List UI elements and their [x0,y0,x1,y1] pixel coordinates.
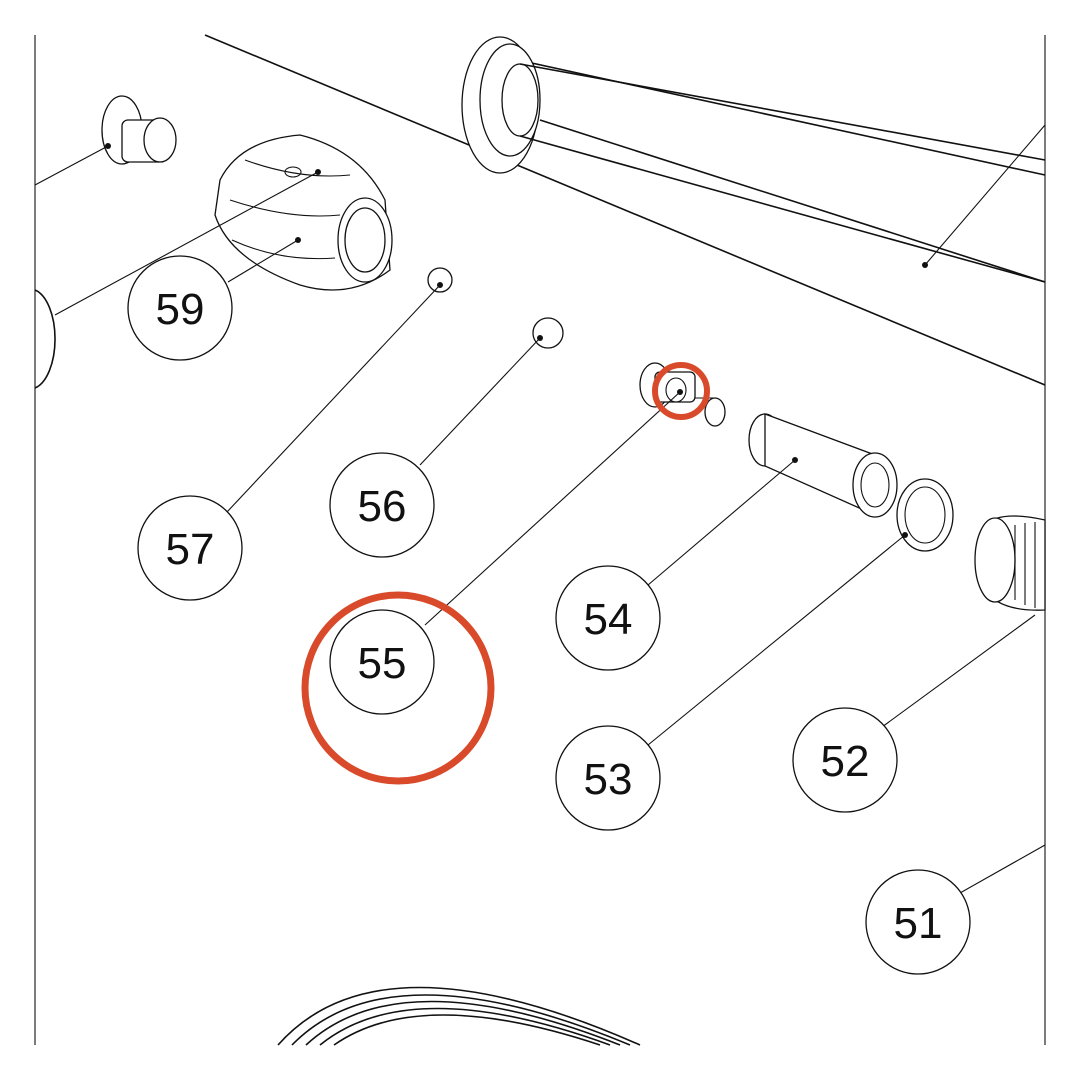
sleeve-part-54 [748,413,898,518]
callout-51: 51 [865,869,971,975]
left-partial-circle [34,289,56,389]
callout-52: 52 [792,707,898,813]
callout-label-53: 53 [584,755,633,804]
housing-body [204,34,1046,386]
knurled-knob-part [54,134,393,316]
cap-pin-part [34,95,177,186]
ball-part-56 [532,317,564,349]
highlight-overlays [301,362,710,785]
washer-part-53 [896,478,954,552]
callout-label-54: 54 [584,595,633,644]
callout-54: 54 [555,565,661,671]
leader-lines [226,282,1046,894]
callout-label-55: 55 [358,639,407,688]
highlight-ring-callout [301,591,495,785]
threaded-fitting-part-52 [974,515,1046,611]
callout-55: 55 [329,609,435,715]
callout-label-57: 57 [166,525,215,574]
callout-label-59: 59 [156,285,205,334]
callout-59: 59 [127,255,233,361]
coil-part [277,986,641,1046]
callout-label-56: 56 [358,482,407,531]
leader-shaft [924,124,1046,266]
callout-56: 56 [329,452,435,558]
callout-53: 53 [555,725,661,831]
callout-57: 57 [137,495,243,601]
shaft-part [461,36,1046,283]
callout-label-52: 52 [821,737,870,786]
leader-dot-shaft [922,262,928,268]
callout-label-51: 51 [894,899,943,948]
ball-part-57 [427,267,453,293]
highlight-ring-part [652,362,710,420]
